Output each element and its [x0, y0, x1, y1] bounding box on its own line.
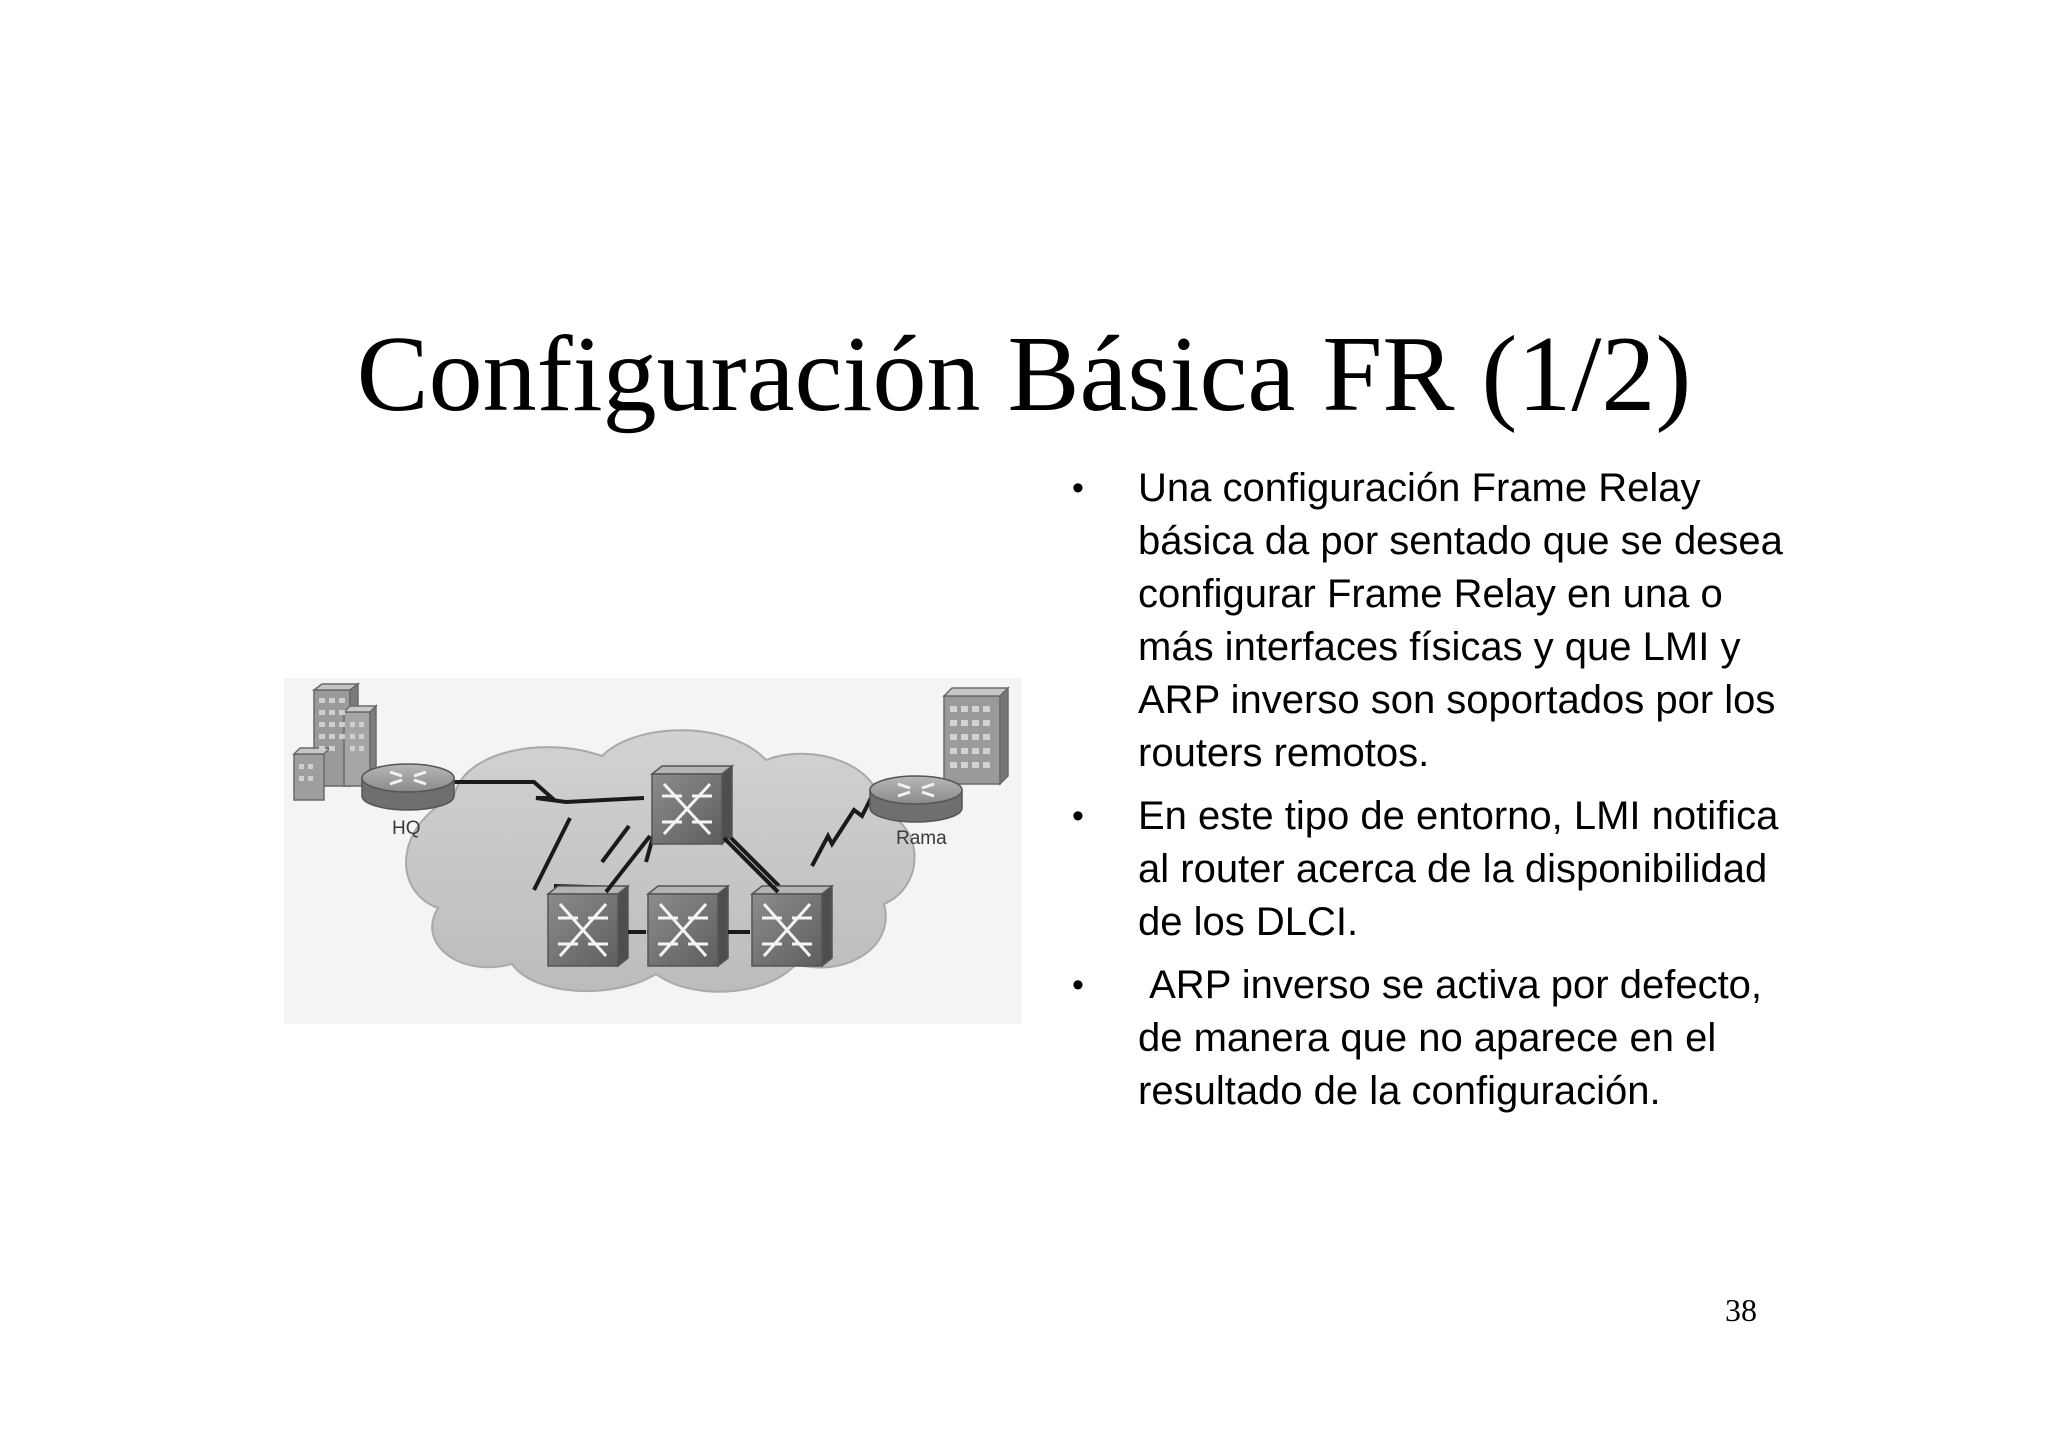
fr-switch-right-icon — [749, 884, 835, 968]
bullet-marker: • — [1072, 469, 1084, 507]
fr-switch-middle-icon — [645, 884, 731, 968]
hq-router-icon — [361, 763, 455, 811]
frame-relay-network-diagram: HQ Rama — [284, 678, 1022, 1024]
hq-label: HQ — [392, 818, 421, 839]
bullet-marker: • — [1072, 966, 1084, 1004]
slide-title: Configuración Básica FR (1/2) — [356, 315, 1692, 435]
rama-building-icon — [942, 686, 1010, 786]
bullet-list: • Una configuración Frame Relay básica d… — [1060, 462, 1790, 1128]
bullet-text: ARP inverso se activa por defecto, de ma… — [1138, 963, 1774, 1113]
bullet-item: • En este tipo de entorno, LMI notifica … — [1060, 790, 1790, 949]
bullet-marker: • — [1072, 797, 1084, 835]
bullet-item: • Una configuración Frame Relay básica d… — [1060, 462, 1790, 780]
bullet-text: Una configuración Frame Relay básica da … — [1138, 466, 1783, 775]
bullet-item: • ARP inverso se activa por defecto, de … — [1060, 959, 1790, 1118]
rama-label: Rama — [896, 828, 947, 849]
page-number: 38 — [1725, 1292, 1757, 1328]
serial-link-hq — [452, 780, 645, 805]
rama-router-icon — [869, 775, 963, 823]
fr-switch-left-icon — [545, 884, 631, 968]
serial-link-rama — [810, 787, 878, 867]
bullet-text: En este tipo de entorno, LMI notifica al… — [1138, 794, 1779, 944]
fr-switch-top-icon — [649, 764, 735, 846]
switch-links-front — [604, 834, 780, 934]
hq-building-icon — [292, 682, 378, 801]
